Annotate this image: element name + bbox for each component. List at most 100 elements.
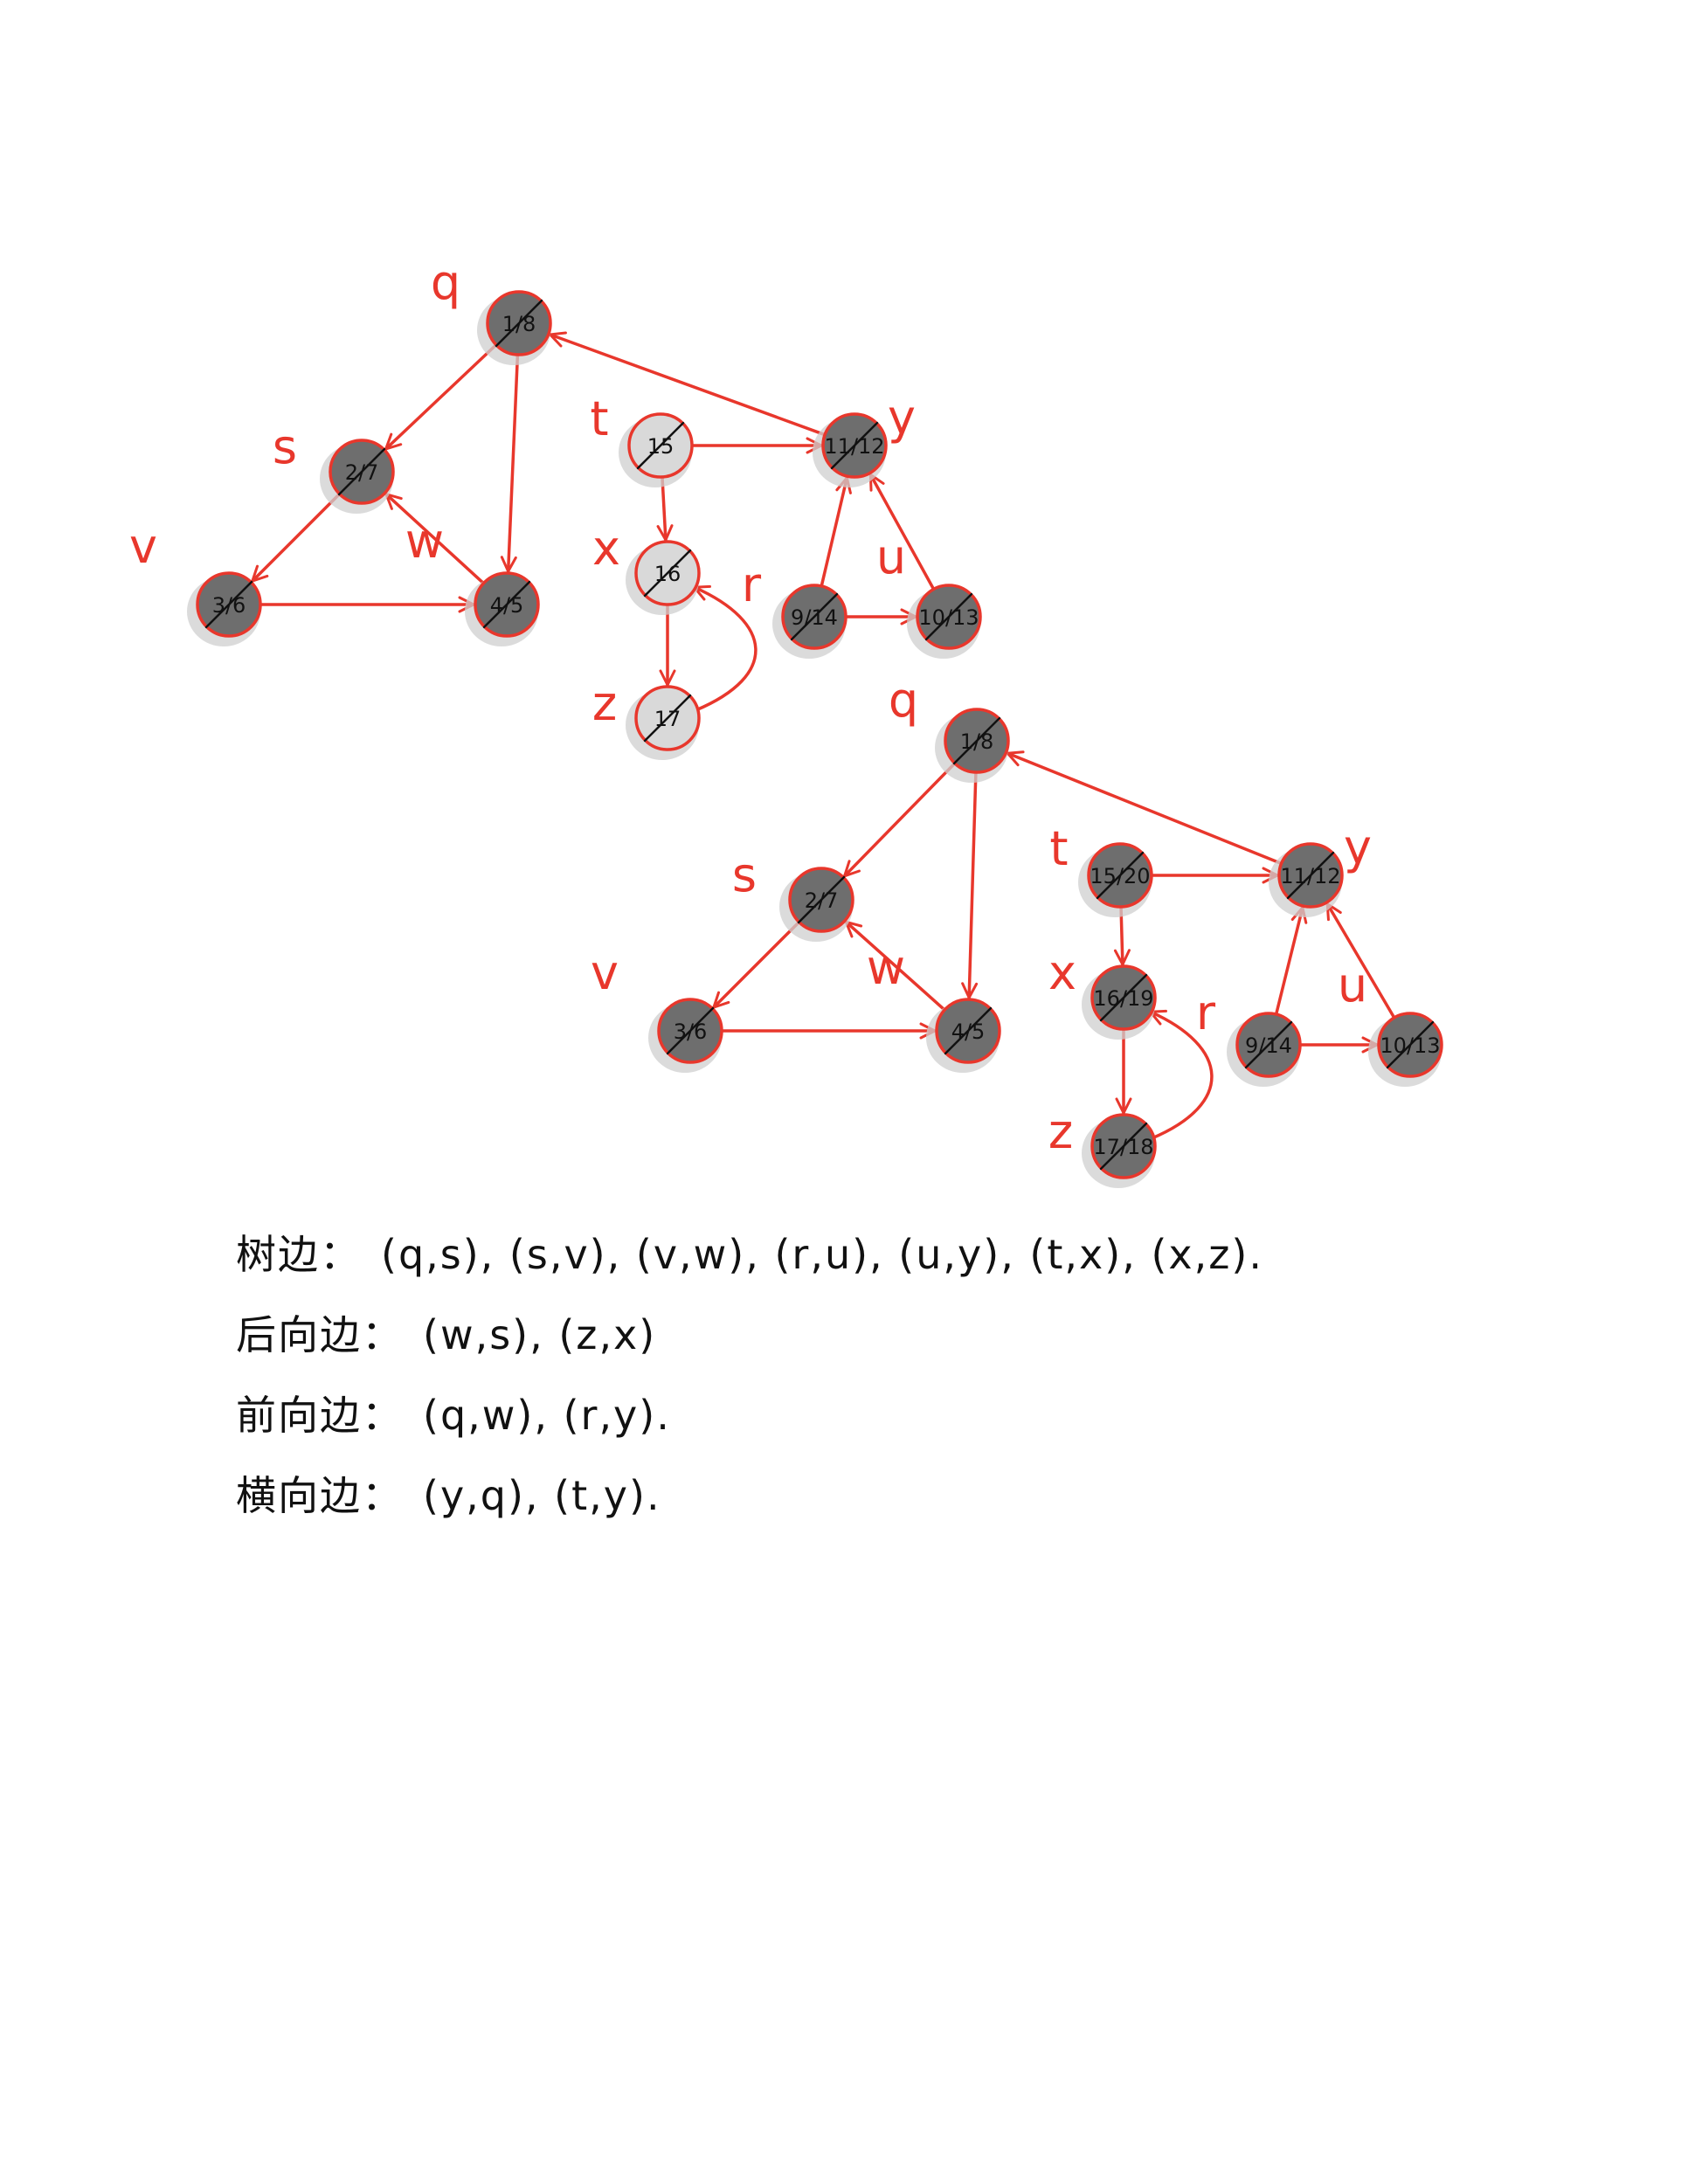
node-time-label: 9/14 (1245, 1033, 1292, 1058)
node-slash (643, 694, 692, 743)
node-y: 11/12y (1269, 819, 1372, 917)
node-time-label: 17 (654, 707, 681, 731)
node-slash (1099, 1122, 1148, 1171)
node-slash (495, 299, 543, 348)
node-letter-label: s (273, 419, 297, 474)
node-time-label: 9/14 (791, 605, 838, 630)
node-q: 1/8q (889, 673, 1010, 783)
node-slash (1099, 973, 1148, 1022)
node-time-label: 10/13 (1380, 1033, 1440, 1058)
node-slash (924, 592, 973, 641)
node-w: 4/5w (405, 514, 540, 646)
node-slash (1096, 851, 1145, 900)
node-u: 10/13 u (876, 529, 982, 659)
back-edges-value: (w,s), (z,x) (423, 1311, 657, 1358)
node-time-label: 17/18 (1093, 1135, 1153, 1159)
node-slash (830, 421, 879, 470)
node-letter-label: u (876, 529, 906, 584)
cross-edges-label: 横向边： (236, 1472, 404, 1519)
node-slash (944, 1006, 993, 1055)
node-t: 15/20 t (1049, 821, 1153, 917)
node-time-label: 16/19 (1093, 986, 1153, 1011)
edge-w-s (844, 920, 946, 1012)
node-y: 11/12y (813, 390, 916, 487)
node-r: 9/14r (742, 557, 847, 659)
node-slash (797, 875, 846, 924)
node-z: 17 z (592, 676, 701, 760)
node-s: 2/7s (273, 419, 395, 514)
node-time-label: 15 (647, 434, 675, 459)
diagram-layer: 1/8q2/7s3/6v4/5w15t16x17z11/12y9/14r10/1… (129, 255, 1443, 1188)
node-time-label: 10/13 (918, 605, 979, 630)
edge-q-s (842, 761, 957, 878)
node-v: 3/6v (591, 945, 723, 1073)
node-time-label: 4/5 (490, 593, 524, 618)
dfs-step-1-group: 1/8q 2/7s3/6v 4/5w 15t 16x 17 z 11/12y 9/14r 10/1… (129, 255, 982, 760)
dfs-diagrams-canvas: 1/8q2/7s3/6v4/5w15t16x17z11/12y9/14r10/1… (129, 255, 1443, 1188)
node-time-label: 4/5 (951, 1019, 986, 1044)
node-v: 3/6v (129, 519, 262, 646)
cross-edges-line: 横向边： (y,q), (t,y). (236, 1464, 1546, 1545)
node-letter-label: u (1338, 957, 1367, 1013)
node-slash (1286, 851, 1335, 900)
node-slash (204, 580, 253, 629)
node-slash (636, 421, 685, 470)
node-s: 2/7 s (732, 847, 854, 942)
forward-edges-line: 前向边： (q,w), (r,y). (236, 1384, 1546, 1464)
tree-edges-label: 树边： (236, 1231, 362, 1278)
node-slash (952, 716, 1001, 765)
node-letter-label: w (867, 940, 905, 995)
node-letter-label: t (1049, 821, 1068, 876)
node-time-label: 3/6 (212, 593, 246, 618)
dfs-step-2-group: 1/8q 2/7 s3/6v 4/5 w 15/20 t 16/19 x 17/18 z 11/12y… (591, 673, 1443, 1188)
forward-edges-label: 前向边： (236, 1392, 404, 1439)
back-edges-line: 后向边： (w,s), (z,x) (236, 1303, 1546, 1384)
node-letter-label: y (888, 390, 916, 445)
edge-z-x (1148, 1009, 1214, 1140)
edges (251, 331, 936, 712)
tree-edges-line: 树边： (q,s), (s,v), (v,w), (r,u), (u,y), (… (236, 1223, 1546, 1303)
node-letter-label: r (1196, 985, 1216, 1040)
node-slash (1386, 1020, 1435, 1069)
node-slash (482, 580, 531, 629)
node-u: 10/13 u (1338, 957, 1443, 1087)
edge-s-v (712, 920, 801, 1009)
node-letter-label: y (1344, 819, 1372, 874)
node-w: 4/5 w (867, 940, 1001, 1073)
node-letter-label: z (592, 676, 617, 731)
node-x: 16/19 x (1048, 945, 1157, 1040)
nodes: 1/8q 2/7 s3/6v 4/5 w 15/20 t 16/19 x 17/18 z 11/12y… (591, 673, 1443, 1188)
node-r: 9/14 r (1196, 985, 1302, 1087)
edge-y-q (1006, 750, 1283, 866)
edge-s-v (251, 492, 342, 583)
node-letter-label: s (732, 847, 757, 902)
edge-u-y (1325, 902, 1396, 1019)
node-time-label: 16 (654, 562, 681, 586)
edge-q-s (384, 342, 498, 451)
forward-edges-value: (q,w), (r,y). (423, 1392, 671, 1439)
node-slash (1244, 1020, 1293, 1069)
edge-q-w (961, 771, 979, 999)
node-time-label: 15/20 (1090, 864, 1150, 888)
node-slash (666, 1006, 715, 1055)
node-slash (643, 549, 692, 598)
node-slash (337, 447, 386, 496)
edge-r-y (1274, 906, 1308, 1016)
edge-u-y (868, 473, 936, 591)
node-letter-label: x (1048, 945, 1076, 1000)
node-x: 16x (592, 521, 701, 615)
edge-w-s (384, 492, 486, 585)
node-time-label: 11/12 (824, 434, 884, 459)
node-z: 17/18 z (1048, 1104, 1157, 1188)
edge-z-x (692, 584, 758, 712)
edge-q-w (500, 353, 520, 573)
node-q: 1/8q (431, 255, 552, 365)
node-time-label: 11/12 (1280, 864, 1340, 888)
node-letter-label: z (1048, 1104, 1073, 1159)
back-edges-label: 后向边： (236, 1311, 404, 1358)
edge-t-x (656, 475, 674, 542)
node-time-label: 2/7 (805, 888, 839, 913)
node-t: 15t (590, 391, 694, 487)
nodes: 1/8q 2/7s3/6v 4/5w 15t 16x 17 z 11/12y 9/14r 10/1… (129, 255, 982, 760)
